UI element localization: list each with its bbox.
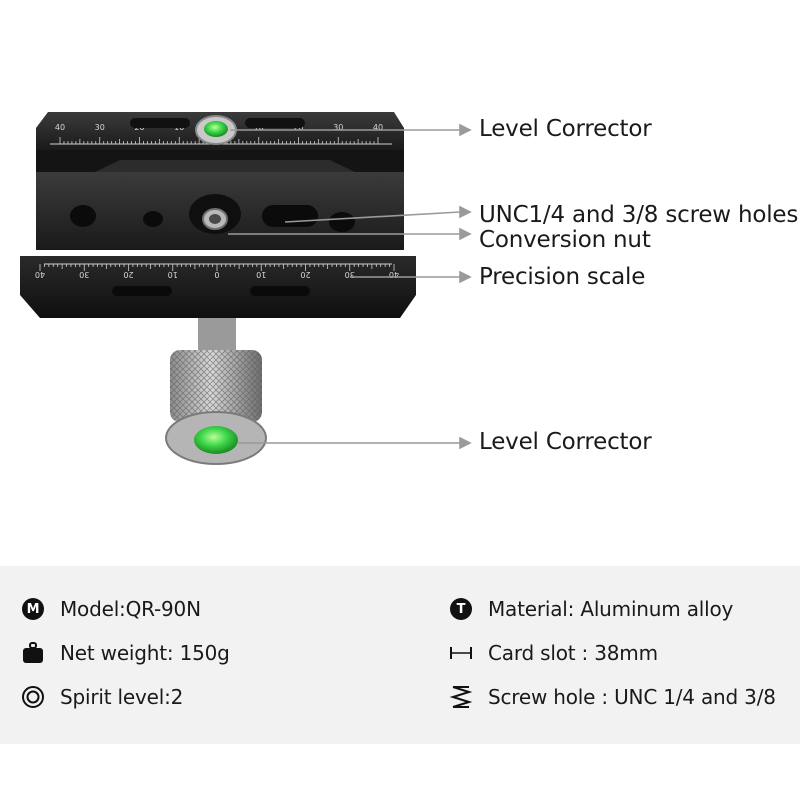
- scale-label: 30: [345, 270, 355, 279]
- screw-hole-3: [329, 212, 355, 232]
- spec-card-slot: Card slot : 38mm: [448, 640, 658, 666]
- scale-label: 40: [389, 270, 399, 279]
- circle-m-icon: M: [20, 596, 46, 622]
- product-illustration: 40 30 20 10 0 10 20 30 40 40 30 20 10 0 10 20 30 40: [20, 112, 799, 465]
- spring-screw-icon: [448, 684, 474, 710]
- spec-model: M Model:QR-90N: [20, 596, 201, 622]
- width-measure-icon: [448, 640, 474, 666]
- top-slot-right: [245, 118, 305, 128]
- specs-panel: M Model:QR-90N Net weight: 150g Spirit l…: [0, 566, 800, 744]
- spec-screw-hole: Screw hole : UNC 1/4 and 3/8: [448, 684, 776, 710]
- scale-label: 40: [35, 270, 45, 279]
- front-jaw: [20, 256, 416, 318]
- callout-screw-holes: UNC1/4 and 3/8 screw holes: [479, 202, 799, 228]
- spec-weight-text: Net weight: 150g: [60, 641, 230, 665]
- scale-label: 0: [214, 270, 219, 279]
- knob-shaft: [198, 318, 236, 352]
- scale-label: 40: [55, 123, 65, 132]
- top-slot-left: [130, 118, 190, 128]
- channel-floor: [95, 160, 355, 172]
- front-slot-left: [112, 286, 172, 296]
- scale-label: 20: [123, 270, 133, 279]
- screw-hole-2: [143, 211, 163, 227]
- spec-weight: Net weight: 150g: [20, 640, 230, 666]
- spirit-level-icon: [20, 684, 46, 710]
- callout-precision-scale: Precision scale: [479, 264, 646, 290]
- circle-t-icon: T: [448, 596, 474, 622]
- scale-label: 30: [79, 270, 89, 279]
- spec-card-slot-text: Card slot : 38mm: [488, 641, 658, 665]
- callout-lines: [228, 123, 472, 450]
- scale-label: 10: [168, 270, 178, 279]
- screw-slot: [262, 205, 318, 227]
- weight-icon: [20, 640, 46, 666]
- spec-spirit-level: Spirit level:2: [20, 684, 183, 710]
- knob-knurl: [170, 350, 262, 422]
- spec-screw-hole-text: Screw hole : UNC 1/4 and 3/8: [488, 685, 776, 709]
- front-slot-right: [250, 286, 310, 296]
- conversion-nut-bore: [209, 214, 221, 224]
- spec-material-text: Material: Aluminum alloy: [488, 597, 734, 621]
- screw-hole-1: [70, 205, 96, 227]
- scale-label: 30: [95, 123, 105, 132]
- callout-level-corrector-top: Level Corrector: [479, 116, 652, 142]
- scale-label: 10: [256, 270, 266, 279]
- scale-label: 40: [373, 123, 383, 132]
- clamp-drawing: 40 30 20 10 0 10 20 30 40 40 30 20 10 0 10 20 30 40: [20, 112, 472, 465]
- callout-level-corrector-knob: Level Corrector: [479, 429, 652, 455]
- front-scale-ticks: 40 30 20 10 0 10 20 30 40: [35, 264, 399, 279]
- spec-model-text: Model:QR-90N: [60, 597, 201, 621]
- callout-conversion-nut: Conversion nut: [479, 227, 651, 253]
- spec-spirit-text: Spirit level:2: [60, 685, 184, 709]
- spec-material: T Material: Aluminum alloy: [448, 596, 733, 622]
- scale-label: 30: [333, 123, 343, 132]
- scale-label: 20: [300, 270, 310, 279]
- top-bubble-level: [204, 121, 228, 137]
- knob-bubble-level: [194, 426, 238, 454]
